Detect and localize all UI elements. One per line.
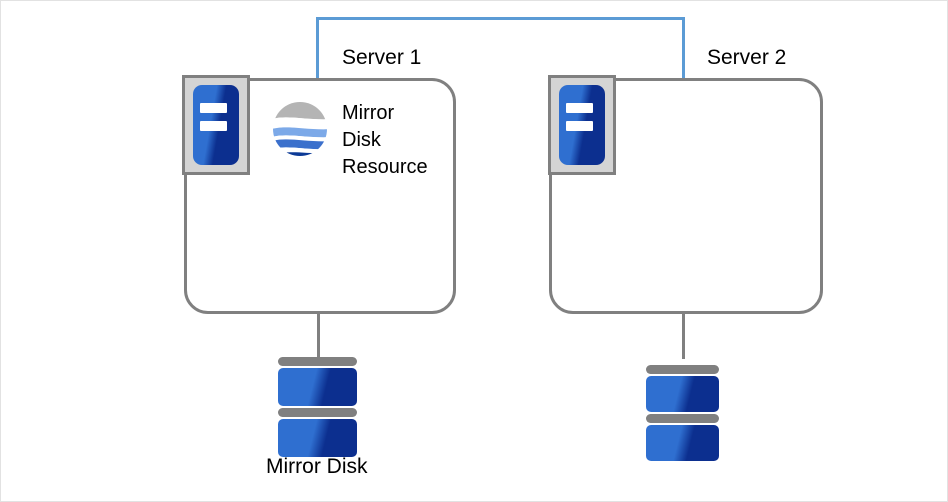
network-link-server1 [316,17,319,81]
server-2-label: Server 2 [707,46,787,69]
mirror-disk-label: Mirror Disk [266,455,368,478]
disk-platter-body-1 [646,376,719,412]
resource-label-line-2: Disk [342,129,381,151]
disk-platter-body-1 [278,368,357,406]
disk-stack-icon [278,357,357,459]
server-icon-bar-bottom [566,121,594,131]
resource-label-line-1: Mirror [342,102,395,124]
server-icon [182,75,250,175]
disk-platter-bar-2 [278,408,357,417]
server-icon-body [559,85,605,165]
server-1-disk-connector [317,313,320,359]
disk-platter-bar-2 [646,414,719,423]
disk-stack-icon [646,365,719,463]
mirror-disk-resource-globe-icon [273,102,327,156]
server-icon-body [193,85,239,165]
server-icon-bar-bottom [200,121,228,131]
disk-platter-bar-1 [646,365,719,374]
server-icon-bar-top [200,103,228,114]
server-2-disk-connector [682,313,685,359]
network-link-top [316,17,685,20]
mirror-disk-resource-label: Mirror Disk Resource [342,100,428,181]
disk-platter-body-2 [278,419,357,457]
disk-platter-bar-1 [278,357,357,366]
server-1-label: Server 1 [342,46,422,69]
server-icon-bar-top [566,103,594,114]
server-2-box [549,78,823,314]
server-icon [548,75,616,175]
network-link-server2 [682,17,685,81]
resource-label-line-3: Resource [342,156,428,178]
disk-platter-body-2 [646,425,719,461]
